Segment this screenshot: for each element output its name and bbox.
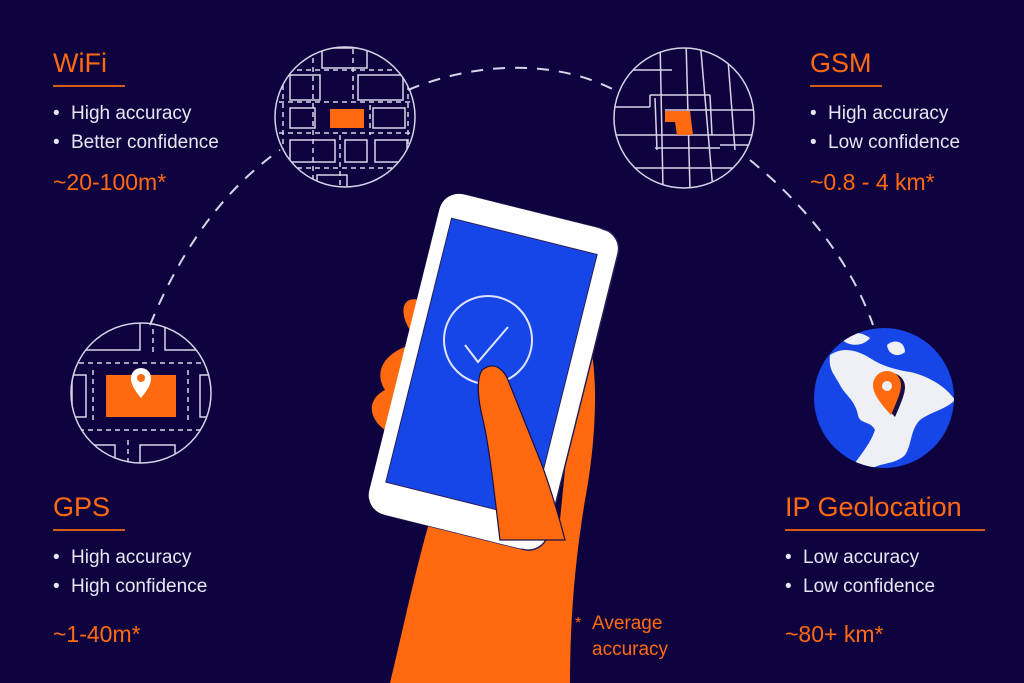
method-title: GPS: [53, 492, 111, 522]
bullet-item: High accuracy: [53, 543, 207, 572]
accuracy-range: ~1-40m*: [53, 621, 141, 647]
accuracy-range: ~0.8 - 4 km*: [810, 169, 935, 195]
method-gps: GPS High accuracy High confidence ~1-40m…: [53, 491, 207, 648]
title-underline: [53, 85, 125, 87]
bullet-item: Low confidence: [810, 128, 960, 157]
method-ip-geolocation: IP Geolocation Low accuracy Low confiden…: [785, 491, 985, 648]
bullet-item: High accuracy: [810, 99, 960, 128]
method-title: IP Geolocation: [785, 492, 962, 522]
title-underline: [785, 529, 985, 531]
footnote-line2: accuracy: [592, 639, 669, 660]
footnote-marker: *: [575, 615, 582, 632]
title-underline: [810, 85, 882, 87]
bullet-item: Low confidence: [785, 572, 985, 601]
bullet-item: Low accuracy: [785, 543, 985, 572]
method-title: GSM: [810, 48, 872, 78]
title-underline: [53, 529, 125, 531]
bullet-item: Better confidence: [53, 128, 219, 157]
accuracy-range: ~20-100m*: [53, 169, 167, 195]
footnote-line1: Average: [592, 613, 663, 634]
method-title: WiFi: [53, 48, 107, 78]
bullet-item: High confidence: [53, 572, 207, 601]
method-wifi: WiFi High accuracy Better confidence ~20…: [53, 47, 219, 196]
accuracy-range: ~80+ km*: [785, 621, 884, 647]
footnote: * Average accuracy: [575, 611, 668, 663]
method-gsm: GSM High accuracy Low confidence ~0.8 - …: [810, 47, 960, 196]
bullet-item: High accuracy: [53, 99, 219, 128]
